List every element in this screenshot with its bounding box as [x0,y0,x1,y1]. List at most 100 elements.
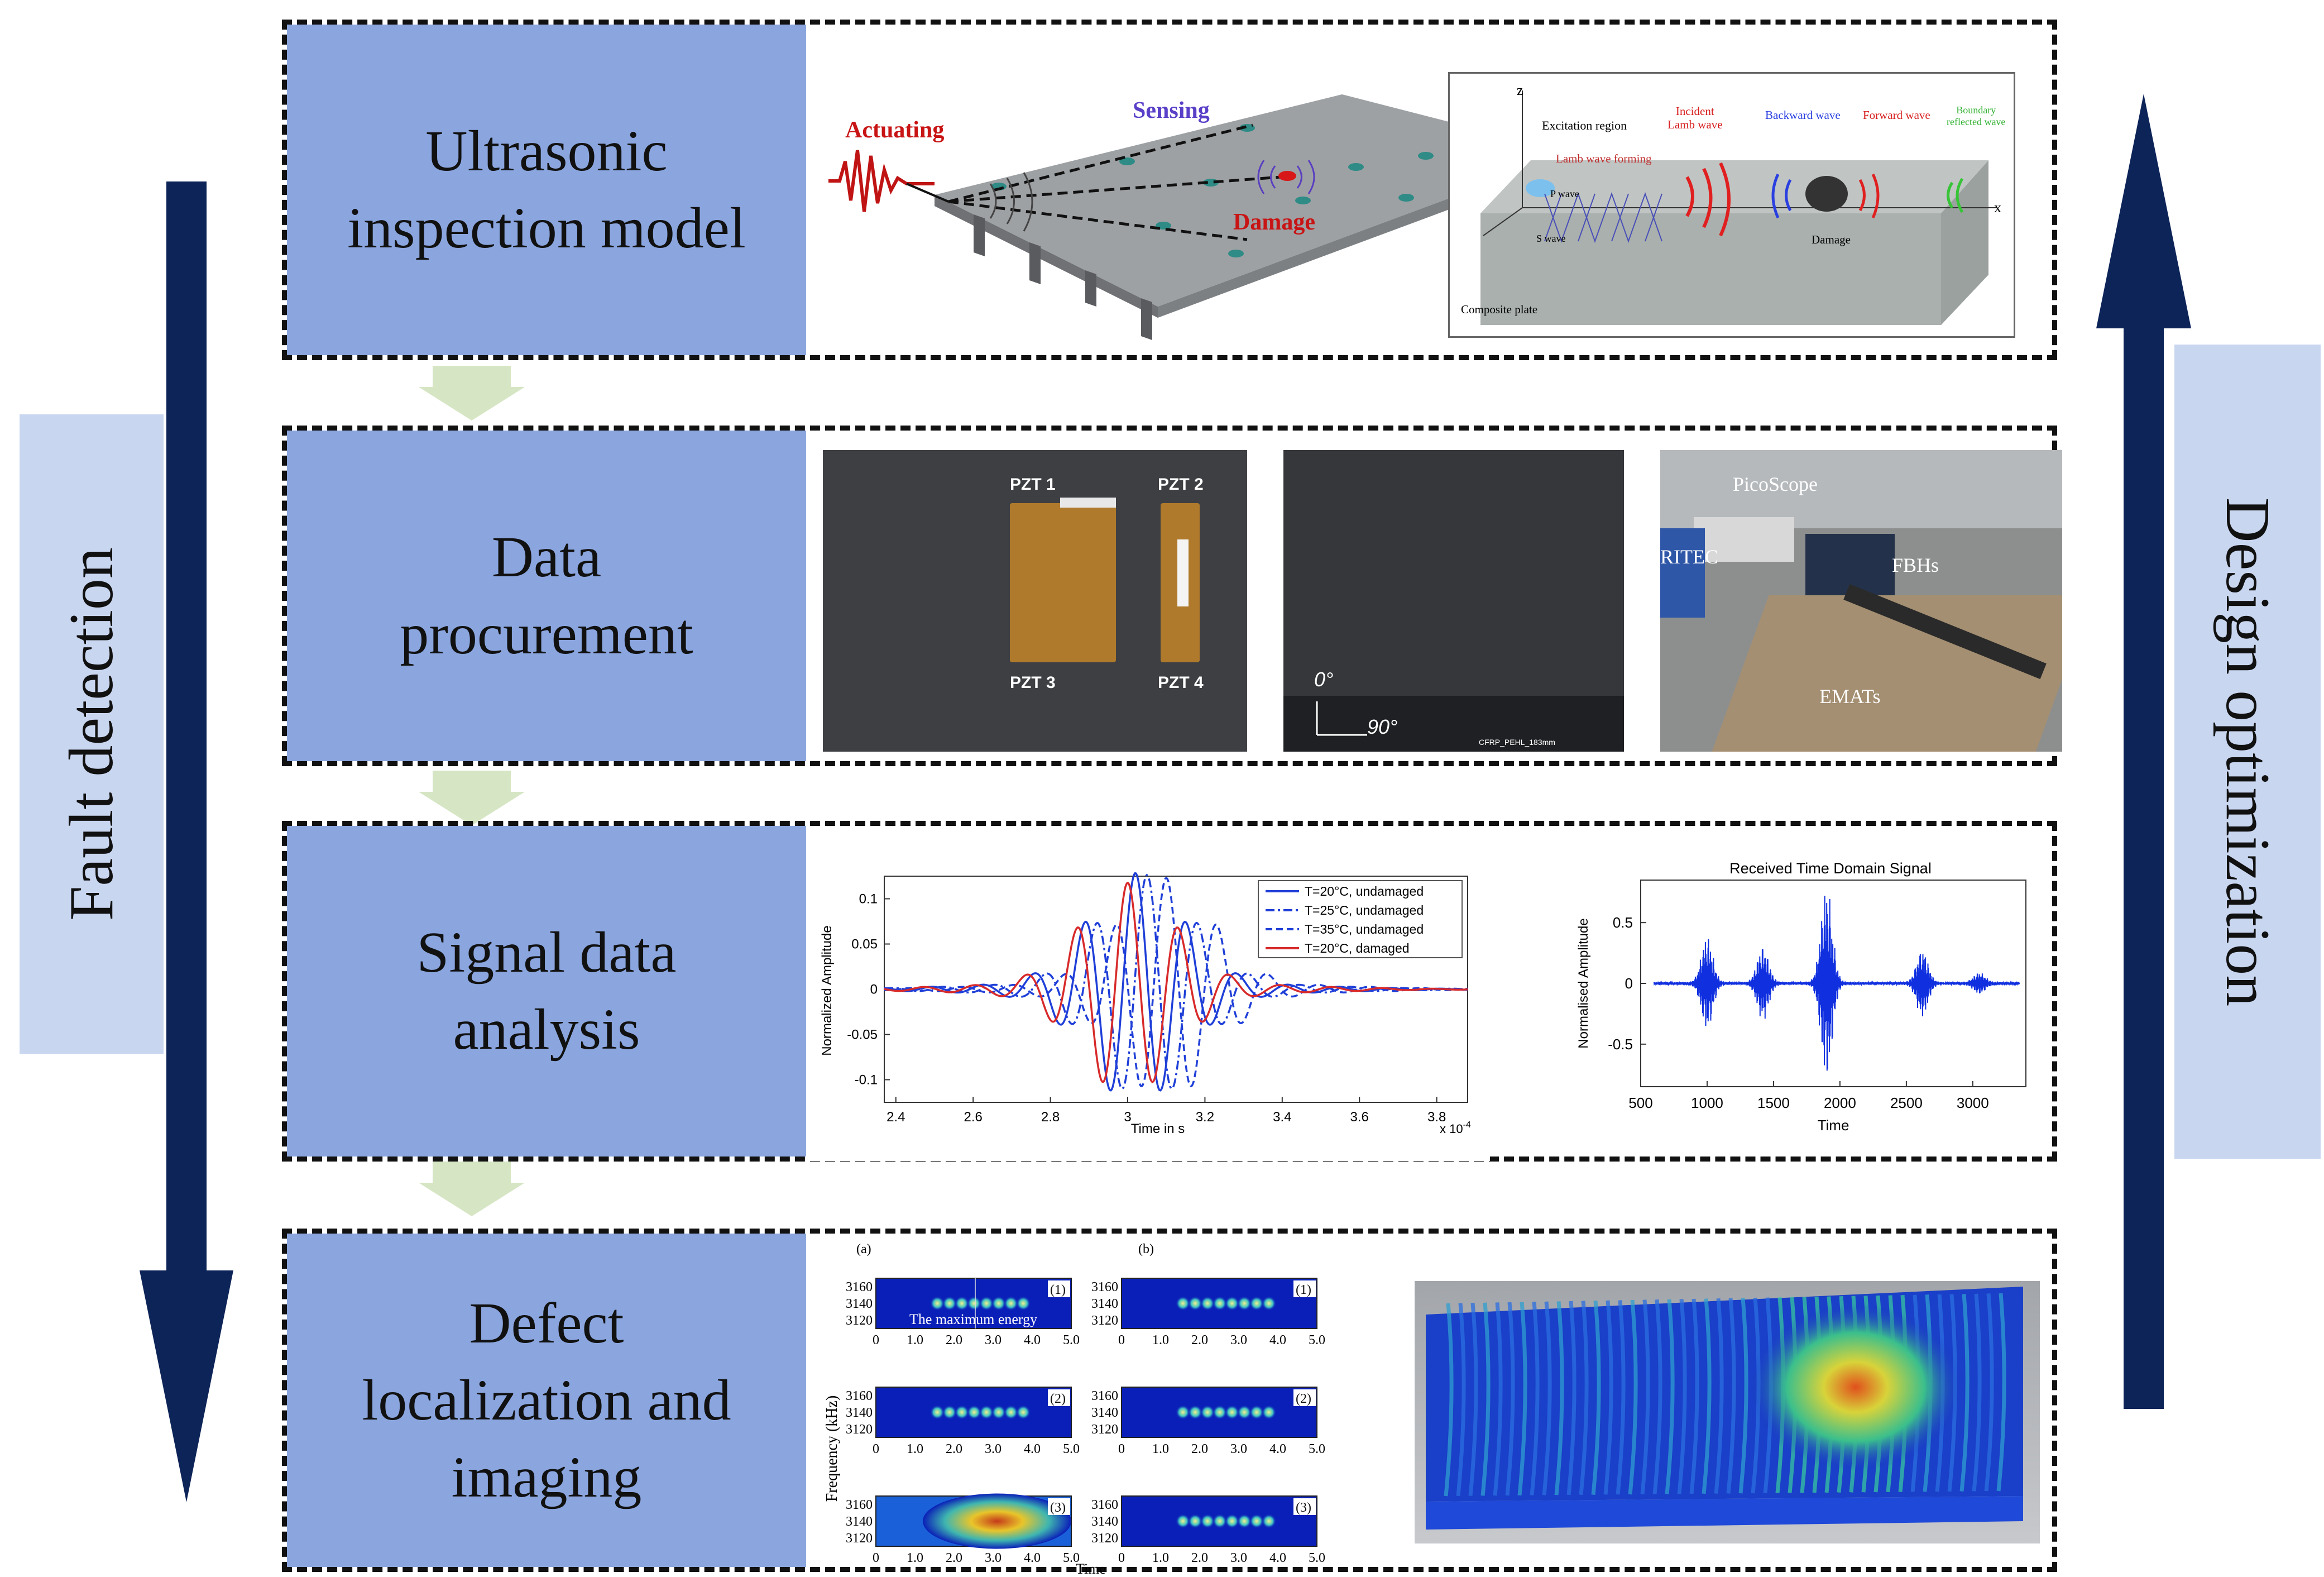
y-tick-label: 0.05 [851,937,878,952]
time-domain-chart: Received Time Domain Signal 0.50-0.5 500… [1565,857,2045,1153]
energy-dot [955,1296,969,1311]
energy-dot [1188,1514,1202,1528]
x-tick-label: 5.0 [1309,1333,1325,1347]
y-tick-label: 3160 [846,1280,873,1294]
x-tick-label: 0 [1118,1333,1125,1347]
x-tick-label: 1.0 [1152,1442,1169,1456]
energy-dot [1249,1405,1264,1420]
wave-ridge [1480,1302,1491,1496]
x-tick-label: 5.0 [1309,1442,1325,1456]
plate-illustration [828,94,1571,340]
wave-propagation-panel: z x Excitation region Incident Lamb wave… [1448,72,2015,338]
wave-ridge [1640,1299,1650,1495]
energy-dot [1200,1296,1215,1311]
y-tick-label: 3120 [1091,1313,1118,1328]
composite-plate-label: Composite plate [1461,303,1538,316]
wave-ridge [1714,1298,1724,1494]
max-energy-annotation: The maximum energy [909,1311,1037,1327]
stage-label-box: Data procurement [287,431,806,761]
energy-dot [942,1405,957,1420]
backward-wave-label: Backward wave [1765,108,1841,122]
stage-title: Ultrasonic inspection model [347,119,746,260]
wave-ridge [1603,1300,1613,1495]
s-wave-label: S wave [1536,233,1566,244]
x-tick-label: 2.0 [1191,1551,1208,1565]
x-tick-label: 3.6 [1350,1110,1369,1125]
energy-dot [1237,1514,1252,1528]
angle-90-label: 90° [1367,715,1398,738]
wave-ridge [1677,1299,1687,1494]
stage-label-box: Ultrasonic inspection model [287,25,806,355]
x-tick-label: 0 [1118,1442,1125,1456]
boundary-wave-label: Boundary reflected wave [1947,104,2006,127]
y-tick-label: -0.1 [855,1073,878,1088]
connector-arrow-2 [419,771,525,825]
x-tick-label: 4.0 [1269,1551,1286,1565]
sensing-label: Sensing [1133,98,1210,123]
x-tick-label: 1.0 [1152,1551,1169,1565]
energy-dot [1262,1405,1276,1420]
x-axis-label: Time [1076,1561,1106,1574]
x-axis-label: Time in s [1131,1121,1185,1136]
axis-x-label: x [1994,199,2001,216]
y-tick-label: 0.1 [859,892,878,907]
ritec-label: RITEC [1660,546,1718,568]
fault-detection-arrow [140,181,233,1502]
panel-tag: (2) [1296,1392,1311,1406]
x-tick-label: 2.0 [946,1442,962,1456]
panel-tag: (1) [1050,1283,1066,1297]
panel-tag: (1) [1296,1283,1311,1297]
y-axis-label: Normalized Amplitude [820,925,835,1055]
excitation-region-label: Excitation region [1542,118,1627,132]
stage-title: Data procurement [400,525,693,666]
incident-wave-label: Incident Lamb wave [1667,104,1723,131]
wave-ridge [1702,1298,1712,1494]
y-tick-label: 3160 [1091,1389,1118,1403]
x-tick-label: 0 [873,1551,879,1565]
x-tick-label: 1.0 [907,1442,923,1456]
ritec-device [1660,528,1705,618]
multiplier-exponent: -4 [1463,1120,1471,1130]
energy-dot [1004,1405,1018,1420]
y-tick-label: 3160 [846,1498,873,1512]
wave-ridge [1566,1301,1577,1495]
stage-defect-imaging: Defect localization and imaging The maxi… [282,1229,2057,1574]
x-tick-label: 2.0 [1191,1442,1208,1456]
wave-ridge [1579,1301,1589,1495]
energy-dot [1016,1296,1031,1311]
damage-label: Damage [1233,209,1315,235]
y-tick-label: -0.5 [1608,1036,1633,1053]
x-tick-label: 1000 [1691,1095,1723,1111]
x-tick-label: 5.0 [1063,1333,1080,1347]
energy-dot [1249,1296,1264,1311]
wave-ridge [1444,1303,1454,1497]
x-tick-label: 3.0 [985,1442,1002,1456]
y-tick-label: 3160 [1091,1498,1118,1512]
stage-label-box: Signal data analysis [287,826,806,1157]
energy-dot [930,1296,945,1311]
design-optimization-arrow [2096,94,2191,1409]
connector-arrow-1 [419,366,525,420]
y-tick-label: 3140 [846,1514,873,1529]
x-tick-label: 2.4 [887,1110,905,1125]
pzt-4-label: PZT 4 [1158,673,1204,692]
x-tick-label: 500 [1628,1095,1652,1111]
wave-ridge [1652,1299,1662,1494]
y-tick-label: 0 [1625,975,1633,992]
panel-tag: (3) [1050,1500,1066,1515]
x-tick-label: 3.0 [985,1551,1002,1565]
y-tick-label: 3120 [846,1422,873,1437]
pzt-1-label: PZT 1 [1010,475,1056,494]
x-multiplier: x 10-4 [1440,1120,1471,1136]
wave-ridge [1972,1293,1982,1492]
x-tick-label: 4.0 [1024,1333,1041,1347]
x-tick-label: 1500 [1757,1095,1790,1111]
energy-dot [1200,1405,1215,1420]
fbhs-label: FBHs [1892,554,1939,576]
y-tick-label: -0.05 [847,1028,878,1043]
x-tick-label: 3.0 [1230,1333,1247,1347]
